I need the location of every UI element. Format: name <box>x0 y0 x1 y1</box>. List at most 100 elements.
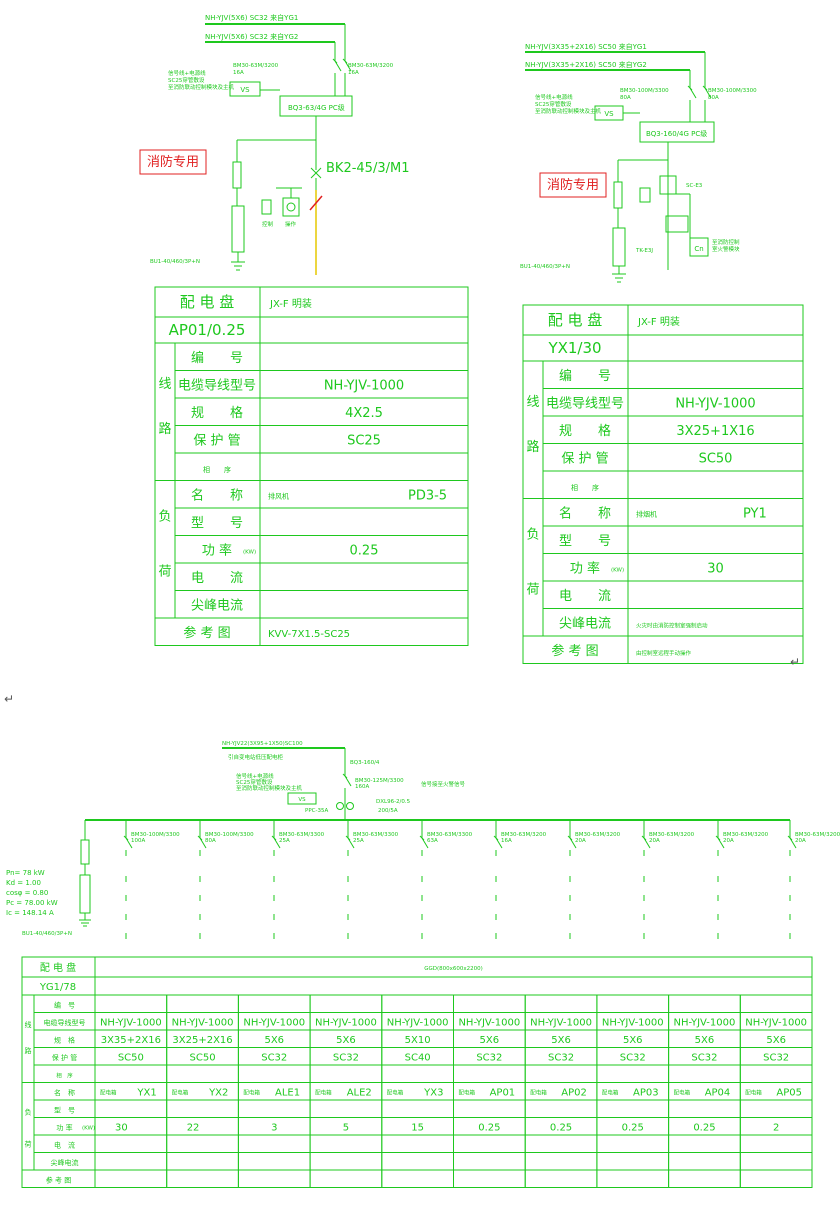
branch-breaker-label-9: 20A <box>723 838 734 844</box>
cell-power: 5 <box>343 1123 349 1134</box>
table-cell <box>309 1169 383 1188</box>
signal-note: SC25穿管敷设 <box>535 100 572 108</box>
table-id: YX1/30 <box>547 339 601 357</box>
spd-box <box>231 205 245 253</box>
table-cell <box>166 1099 239 1118</box>
row-label: 型 号 <box>559 534 611 549</box>
branch-breaker-2 <box>197 835 203 841</box>
row-value: 30 <box>707 562 724 577</box>
section-load-label: 负 <box>526 528 539 543</box>
control-device-2 <box>282 197 300 217</box>
table-cell <box>739 1169 813 1188</box>
contactor-label: BK2-45/3/M1 <box>326 161 409 176</box>
branch-breaker-7 <box>567 835 573 841</box>
signal-note: 信号线+电源线 <box>535 93 573 101</box>
table-cell <box>739 1134 813 1153</box>
section-line-label: 路 <box>526 439 539 455</box>
cell-name: ALE2 <box>347 1088 372 1099</box>
table-cell <box>453 1134 526 1153</box>
breaker-2-label: 16A <box>348 70 359 76</box>
table-cell <box>524 1134 598 1153</box>
table-cell <box>453 1064 526 1083</box>
fuse-symbol <box>232 161 242 189</box>
ref-label: 参 考 图 <box>551 643 598 659</box>
branch-breaker-label-1: 100A <box>131 838 145 844</box>
table-cell <box>668 1169 741 1188</box>
row-value: 火灾时由消防控制室强制启动 <box>636 622 708 630</box>
table-cell <box>237 1134 311 1153</box>
ref-value-cell <box>259 617 469 646</box>
section-load-cell <box>154 480 176 619</box>
control-lamp <box>286 202 296 212</box>
cell-power: 0.25 <box>550 1123 572 1134</box>
table-cell <box>381 1152 454 1171</box>
vs-box <box>229 81 261 97</box>
cell-spec: 5X6 <box>551 1035 571 1046</box>
table-cell <box>237 1152 311 1171</box>
cell-name-prefix: 配电箱 <box>674 1089 691 1097</box>
row-label: 电 流 <box>191 571 243 586</box>
row-unit: (KW) <box>611 568 624 574</box>
cn-label: Cn <box>694 245 703 253</box>
row-label: 相 序 <box>571 483 599 492</box>
branch-breaker-label-7: 20A <box>575 838 586 844</box>
row-value-cell <box>627 608 804 637</box>
ats-label: BQ3-63/4G PC级 <box>288 103 345 112</box>
row-label: 名 称 <box>559 506 611 522</box>
section-line-cell <box>21 994 35 1083</box>
main-breaker-label: BM30-125M/3300 <box>355 778 404 784</box>
breaker-2 <box>342 58 348 64</box>
cell-spec: 5X6 <box>264 1035 284 1046</box>
cell-name-prefix: 配电箱 <box>602 1089 619 1097</box>
row-label: 编 号 <box>54 1001 75 1010</box>
branch-breaker-3 <box>271 835 277 841</box>
signal-note: 信号线+电源线 <box>168 69 206 77</box>
ref-label: 参 考 图 <box>46 1176 71 1185</box>
row-label: 电 流 <box>54 1141 75 1150</box>
table-cell <box>94 994 168 1013</box>
section-load-label: 荷 <box>526 583 539 598</box>
table-cell <box>524 1099 598 1118</box>
branch-breaker-label-4: 25A <box>353 838 364 844</box>
cell-spec: 5X6 <box>695 1035 715 1046</box>
cell-cable: NH-YJV-1000 <box>674 1018 736 1029</box>
section-load-label: 负 <box>25 1108 32 1117</box>
ct-2 <box>346 802 354 810</box>
main-breaker <box>342 773 348 779</box>
cell-power: 2 <box>773 1123 779 1134</box>
row-label: 电缆导线型号 <box>44 1018 86 1027</box>
table-title: 配 电 盘 <box>548 311 603 329</box>
row-value-cell <box>259 342 469 371</box>
branch-breaker-label-10: BM30-63M/3200 <box>795 832 840 838</box>
table-cell <box>94 1117 168 1136</box>
section-load-cell <box>21 1082 35 1171</box>
signal-note-2: 信号接至火警信号 <box>421 780 466 788</box>
table-cell <box>94 1169 168 1188</box>
row-label: 编 号 <box>559 369 611 384</box>
fire-label: 消防专用 <box>147 154 199 170</box>
ref-label: 参 考 图 <box>183 625 230 641</box>
section-load-cell <box>522 498 544 637</box>
load-calc-line: cosφ = 0.80 <box>6 889 48 897</box>
table-cell <box>94 1134 168 1153</box>
table-cell <box>381 1064 454 1083</box>
row-label: 名 称 <box>191 488 243 504</box>
section-load-label: 负 <box>158 510 171 525</box>
ats-box <box>639 121 715 143</box>
table-cell <box>453 994 526 1013</box>
table-title: 配 电 盘 <box>180 293 235 311</box>
row-label: 保 护 管 <box>561 452 608 467</box>
table-cell <box>524 994 598 1013</box>
fuse-symbol <box>613 181 623 209</box>
incoming-label-1: NH-YJV22(3X95+1X50)SC100 <box>222 741 303 747</box>
row-label: 相 序 <box>203 465 231 474</box>
paragraph-mark-1: ↵ <box>790 655 800 669</box>
row-value: SC50 <box>699 452 733 467</box>
table-cell <box>166 1064 239 1083</box>
table-cell <box>453 1169 526 1188</box>
cell-name-prefix: 配电箱 <box>100 1089 117 1097</box>
branch-breaker-label-6: BM30-63M/3200 <box>501 832 547 838</box>
branch-breaker-label-7: BM30-63M/3200 <box>575 832 621 838</box>
row-value-cell <box>259 507 469 536</box>
signal-note: 信号线+电源线 <box>236 772 274 780</box>
